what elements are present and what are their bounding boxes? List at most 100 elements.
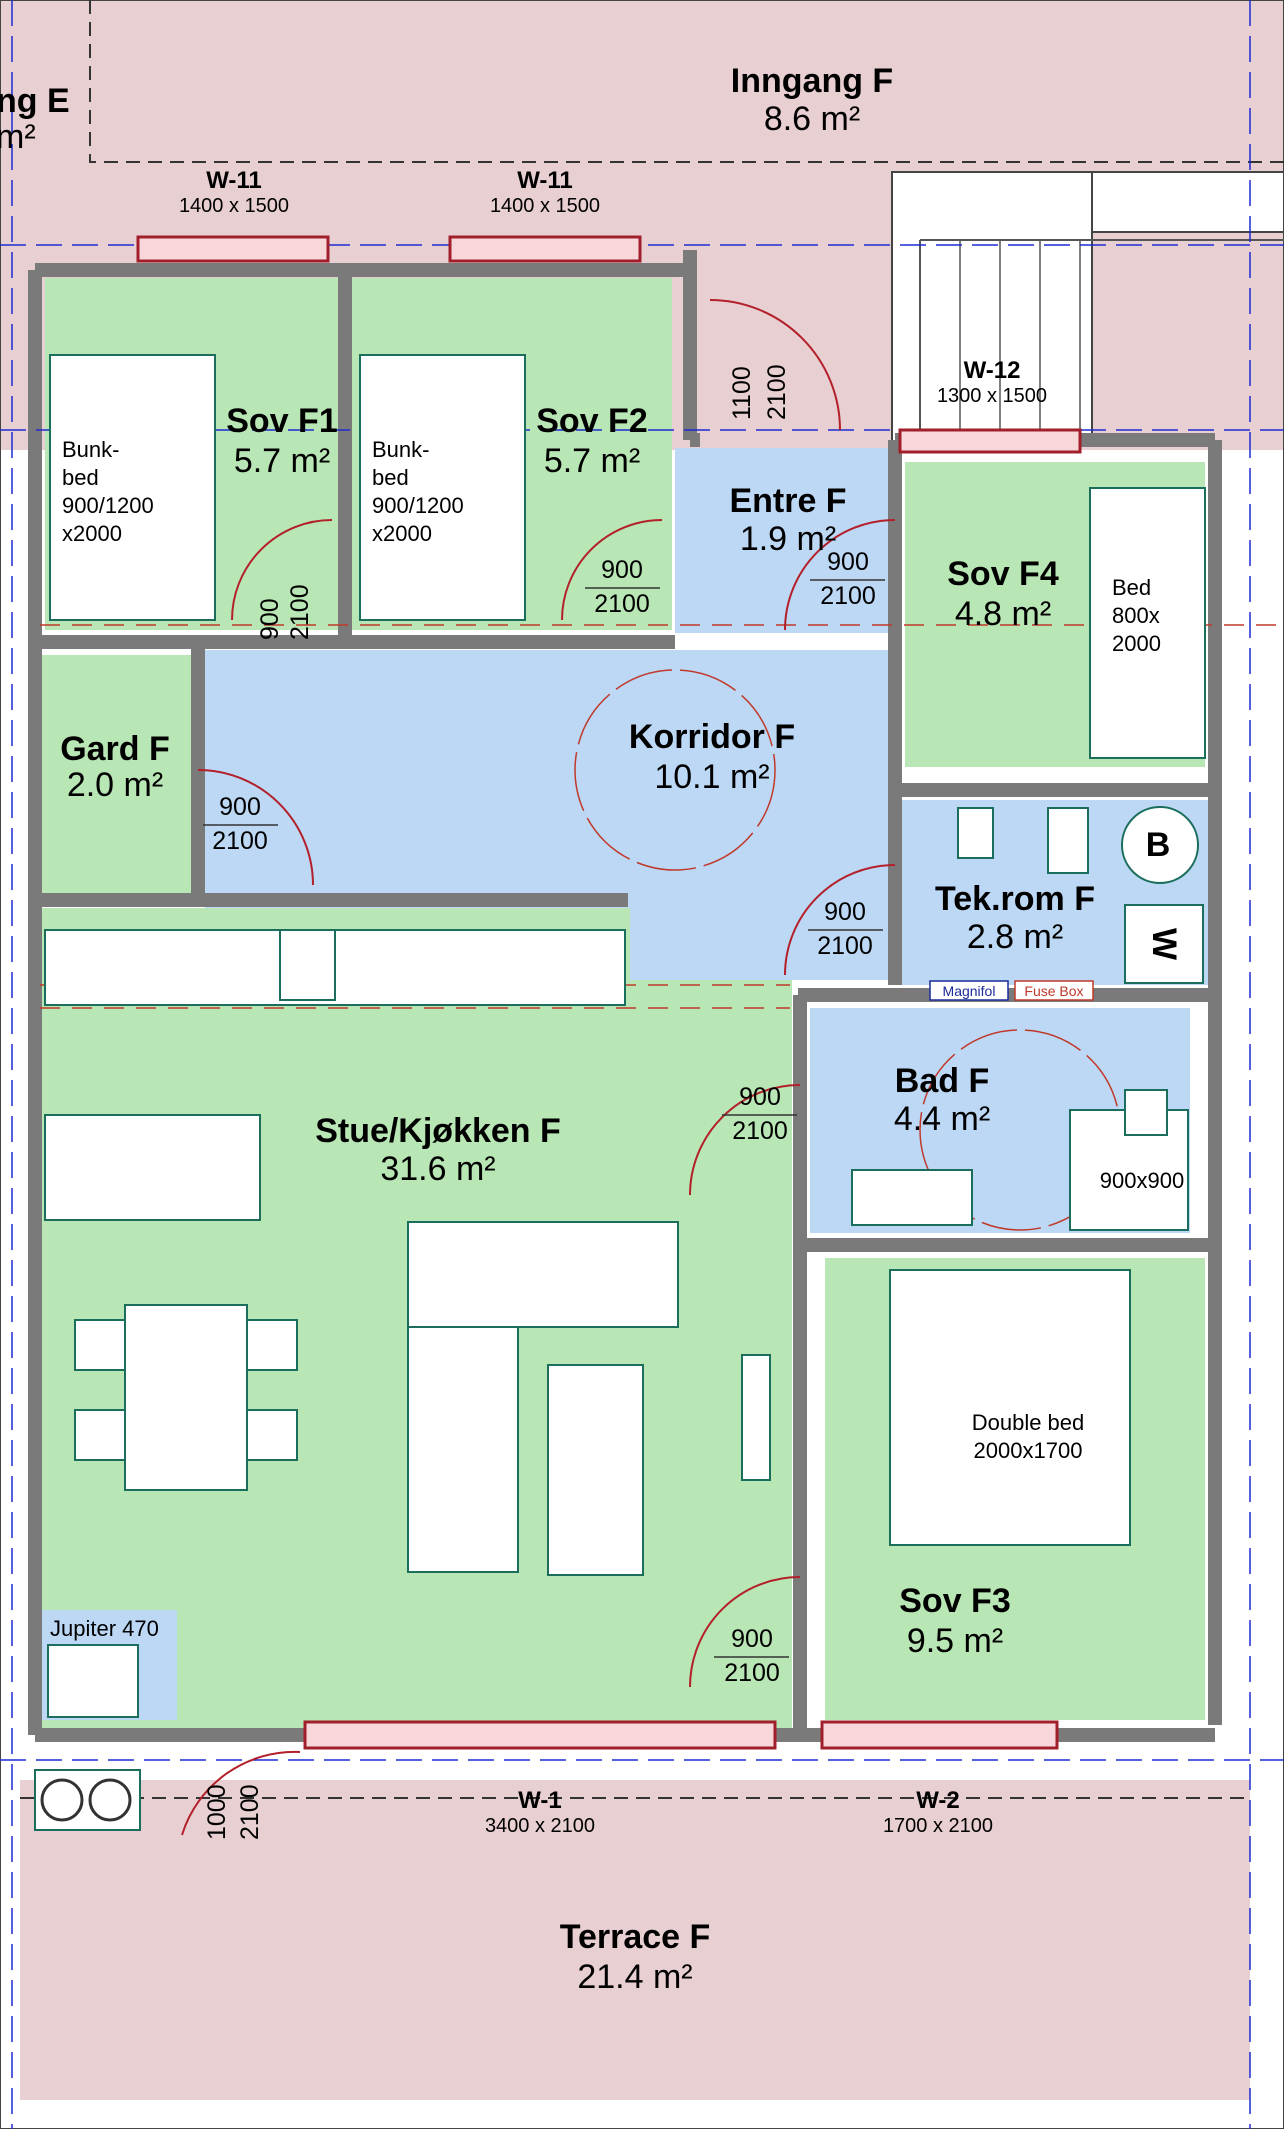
boiler-label: B [1146, 826, 1171, 864]
label-sov-f4: Sov F4 4.8 m² [947, 555, 1059, 633]
label-sov-f2: Sov F2 5.7 m² [536, 402, 647, 480]
room-area: 31.6 m² [380, 1150, 495, 1188]
furniture-text: bed [372, 465, 409, 490]
door-width: 900 [601, 556, 643, 584]
door-label-sov-f2: 900 2100 [585, 556, 660, 618]
bed-f4-label: Bed 800x 2000 [1112, 575, 1161, 656]
furniture-text: Bunk- [372, 437, 429, 462]
bunk-bed-2-label: Bunk- bed 900/1200 x2000 [372, 437, 464, 546]
shower-label: 900x900 [1100, 1168, 1184, 1193]
door-label-entry: 1100 2100 [728, 364, 791, 420]
washer-label: W [1145, 928, 1183, 961]
room-gard-f [42, 655, 192, 895]
label-inngang-e: ng E m² [0, 82, 70, 156]
door-height: 2100 [763, 364, 791, 420]
magnifol-box [929, 980, 1009, 1001]
window-dim: 1400 x 1500 [490, 195, 600, 217]
fuse-box-label: Fuse Box [1024, 983, 1083, 999]
room-name: ng E [0, 82, 70, 120]
door-height: 2100 [724, 1659, 780, 1687]
terrace-area [20, 1780, 1250, 2100]
door-label-sov-f3: 900 2100 [714, 1625, 789, 1687]
window-label-w2: W-2 1700 x 2100 [883, 1787, 993, 1837]
entrance-boundary [89, 0, 1284, 163]
room-name: Sov F3 [899, 1582, 1010, 1620]
furniture-text: 900/1200 [62, 493, 154, 518]
stairs [891, 171, 1284, 443]
window-name: W-12 [964, 357, 1021, 384]
door-label-bad: 900 2100 [722, 1083, 797, 1145]
windows [136, 235, 1082, 1750]
door-width: 900 [256, 598, 284, 640]
label-tekrom-f: Tek.rom F 2.8 m² [935, 880, 1095, 956]
furniture-text: bed [62, 465, 99, 490]
room-name: Stue/Kjøkken F [315, 1112, 561, 1150]
furniture-text: 2000 [1112, 631, 1161, 656]
room-name: Terrace F [560, 1918, 711, 1956]
door-height: 2100 [732, 1117, 788, 1145]
room-name: Inngang F [731, 62, 893, 100]
furniture-outlines [34, 354, 1206, 1831]
room-area: 4.4 m² [894, 1100, 990, 1138]
room-name: Korridor F [629, 718, 795, 756]
door-label-tekrom: 900 2100 [808, 898, 883, 960]
label-stue-f: Stue/Kjøkken F 31.6 m² [315, 1112, 561, 1188]
door-label-sov-f4: 900 2100 [810, 548, 885, 610]
magnifol-label: Magnifol [943, 983, 996, 999]
furniture-text: Bed [1112, 575, 1151, 600]
window-name: W-2 [916, 1787, 960, 1814]
door-height: 2100 [820, 582, 876, 610]
room-entre-f [675, 448, 890, 633]
label-entre-f: Entre F 1.9 m² [729, 482, 846, 558]
bunk-bed-1-label: Bunk- bed 900/1200 x2000 [62, 437, 154, 546]
door-label-sov-f1: 900 2100 [256, 584, 314, 640]
window-name: W-11 [206, 167, 262, 194]
room-area: 5.7 m² [544, 442, 640, 480]
door-height: 2100 [236, 1784, 264, 1840]
door-width: 1000 [203, 1784, 231, 1840]
furniture-text: Bunk- [62, 437, 119, 462]
room-area: 10.1 m² [654, 758, 769, 796]
door-height: 2100 [817, 932, 873, 960]
room-area: 2.8 m² [967, 918, 1063, 956]
label-korridor-f: Korridor F 10.1 m² [629, 718, 795, 796]
door-width: 900 [219, 793, 261, 821]
label-sov-f3: Sov F3 9.5 m² [899, 1582, 1010, 1660]
label-terrace-f: Terrace F 21.4 m² [560, 1918, 711, 1996]
room-name: Gard F [60, 730, 170, 768]
furniture-text: 2000x1700 [974, 1438, 1083, 1463]
furniture-text: x2000 [62, 521, 122, 546]
window-label-w1: W-1 3400 x 2100 [485, 1787, 595, 1837]
room-area: 8.6 m² [764, 100, 860, 138]
window-dim: 1400 x 1500 [179, 195, 289, 217]
window-name: W-1 [518, 1787, 562, 1814]
furniture-text: 800x [1112, 603, 1160, 628]
room-area: 5.7 m² [234, 442, 330, 480]
fuse-box [1014, 980, 1094, 1001]
door-height: 2100 [286, 584, 314, 640]
room-area: 1.9 m² [740, 520, 836, 558]
door-label-gard: 900 2100 [203, 793, 278, 855]
furniture-text: 900/1200 [372, 493, 464, 518]
ceiling-lines [40, 624, 1284, 1009]
room-korridor-extension [630, 900, 790, 980]
fixtures [40, 806, 1199, 1822]
room-name: Bad F [895, 1062, 989, 1100]
window-dim: 1700 x 2100 [883, 1815, 993, 1837]
window-label-w12: W-12 1300 x 1500 [937, 357, 1047, 407]
door-height: 2100 [212, 827, 268, 855]
room-name: Sov F4 [947, 555, 1059, 593]
double-bed-label: Double bed 2000x1700 [972, 1410, 1085, 1463]
door-label-terrace: 1000 2100 [203, 1784, 264, 1840]
door-width: 1100 [728, 366, 756, 420]
label-bad-f: Bad F 4.4 m² [894, 1062, 990, 1138]
room-area: 2.0 m² [67, 766, 163, 804]
room-name: Sov F1 [226, 402, 337, 440]
furniture-text: x2000 [372, 521, 432, 546]
door-height: 2100 [594, 590, 650, 618]
furniture-text: Double bed [972, 1410, 1085, 1435]
room-name: Sov F2 [536, 402, 647, 440]
jupiter-label: Jupiter 470 [50, 1616, 159, 1641]
window-name: W-11 [517, 167, 573, 194]
